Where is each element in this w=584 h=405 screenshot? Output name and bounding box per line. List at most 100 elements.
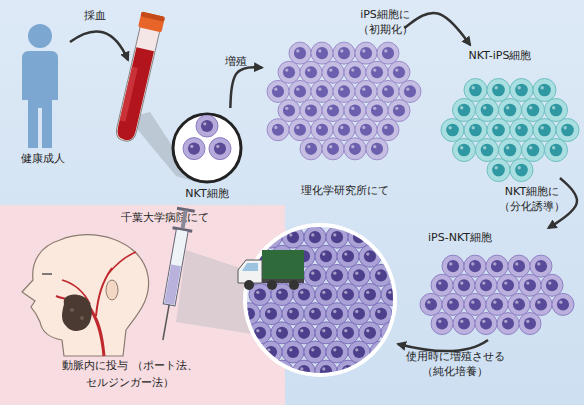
cell [541,274,563,296]
cell [300,100,322,122]
truck-cab [238,260,262,283]
cell-highlight [373,68,376,71]
cell-body [476,99,499,122]
cell-nucleus [265,308,277,320]
cell-body [381,284,403,306]
cell [311,119,333,141]
node-text: 千葉大学病院にて [100,210,230,225]
cell-body [348,341,370,363]
cell-body [508,293,530,315]
cell [293,360,315,382]
cell-body [519,313,541,335]
cell-nucleus [480,279,492,291]
cell-nucleus [515,124,528,137]
cell-nucleus [447,260,459,272]
cell [556,119,579,142]
cell-highlight [493,262,496,265]
cell-highlight [318,88,321,91]
cell-body [476,139,499,162]
cell-body [533,79,556,102]
cell-highlight [552,106,555,109]
cell-highlight [506,106,509,109]
cell [289,80,311,102]
cell-body [348,264,370,286]
cell-nucleus [309,231,321,243]
cell-nucleus [272,85,284,97]
cell-body [333,42,355,64]
cell-highlight [318,49,321,52]
cell-highlight [471,301,474,304]
cell [260,226,282,248]
cell-highlight [245,310,248,313]
cell-nucleus [287,308,299,320]
cell-highlight [483,146,486,149]
cell-body [453,139,476,162]
cell-body [196,115,218,137]
cell-body [377,42,399,64]
cell-highlight [322,252,325,255]
cell-highlight [256,252,259,255]
cell-highlight [351,68,354,71]
cell-body [453,99,476,122]
cell-highlight [344,367,347,370]
cell-body [315,360,337,382]
cell-highlight [311,348,314,351]
cell [370,264,392,286]
cell-body [289,119,311,141]
cell [370,303,392,325]
cell-highlight [540,86,543,89]
cell-highlight [529,146,532,149]
cell [344,138,366,160]
cell [533,119,556,142]
cell-body [289,42,311,64]
cell [337,245,359,267]
cell-nucleus [349,143,361,155]
cell-nucleus [338,85,350,97]
cell-highlight [307,145,310,148]
cell-highlight [494,126,497,129]
cell-nucleus [436,279,448,291]
cell [377,42,399,64]
cell-highlight [322,291,325,294]
product-circle [245,225,395,375]
cell-body [442,293,464,315]
nkt-cells [183,115,231,160]
cell-body [337,245,359,267]
cell [293,322,315,344]
cell-body [366,138,388,160]
cell-body [519,274,541,296]
cell [464,255,486,277]
cell-body [209,138,231,160]
cell-nucleus [502,318,514,330]
cell-body [377,119,399,141]
cell-nucleus [331,269,343,281]
cell-body [271,322,293,344]
cell [366,100,388,122]
cell-nucleus [458,104,471,117]
cell-nucleus [524,318,536,330]
cell-nucleus [342,327,354,339]
cell-highlight [278,291,281,294]
cell-highlight [373,107,376,110]
cell [510,79,533,102]
blood-tube [112,11,165,143]
cell-nucleus [327,105,339,117]
cell-nucleus [375,269,387,281]
cell-highlight [552,146,555,149]
cell [366,61,388,83]
cell [322,138,344,160]
cell [271,360,293,382]
head-outline [22,235,149,356]
cell-body [464,119,487,142]
cell-body [552,293,574,315]
cell [300,138,322,160]
cell-body [293,360,315,382]
cell-nucleus [320,250,332,262]
person-body [22,51,58,148]
cell-body [366,61,388,83]
cell [453,274,475,296]
cell-highlight [406,88,409,91]
cell-highlight [460,146,463,149]
cell-body [311,119,333,141]
cell-body [326,264,348,286]
